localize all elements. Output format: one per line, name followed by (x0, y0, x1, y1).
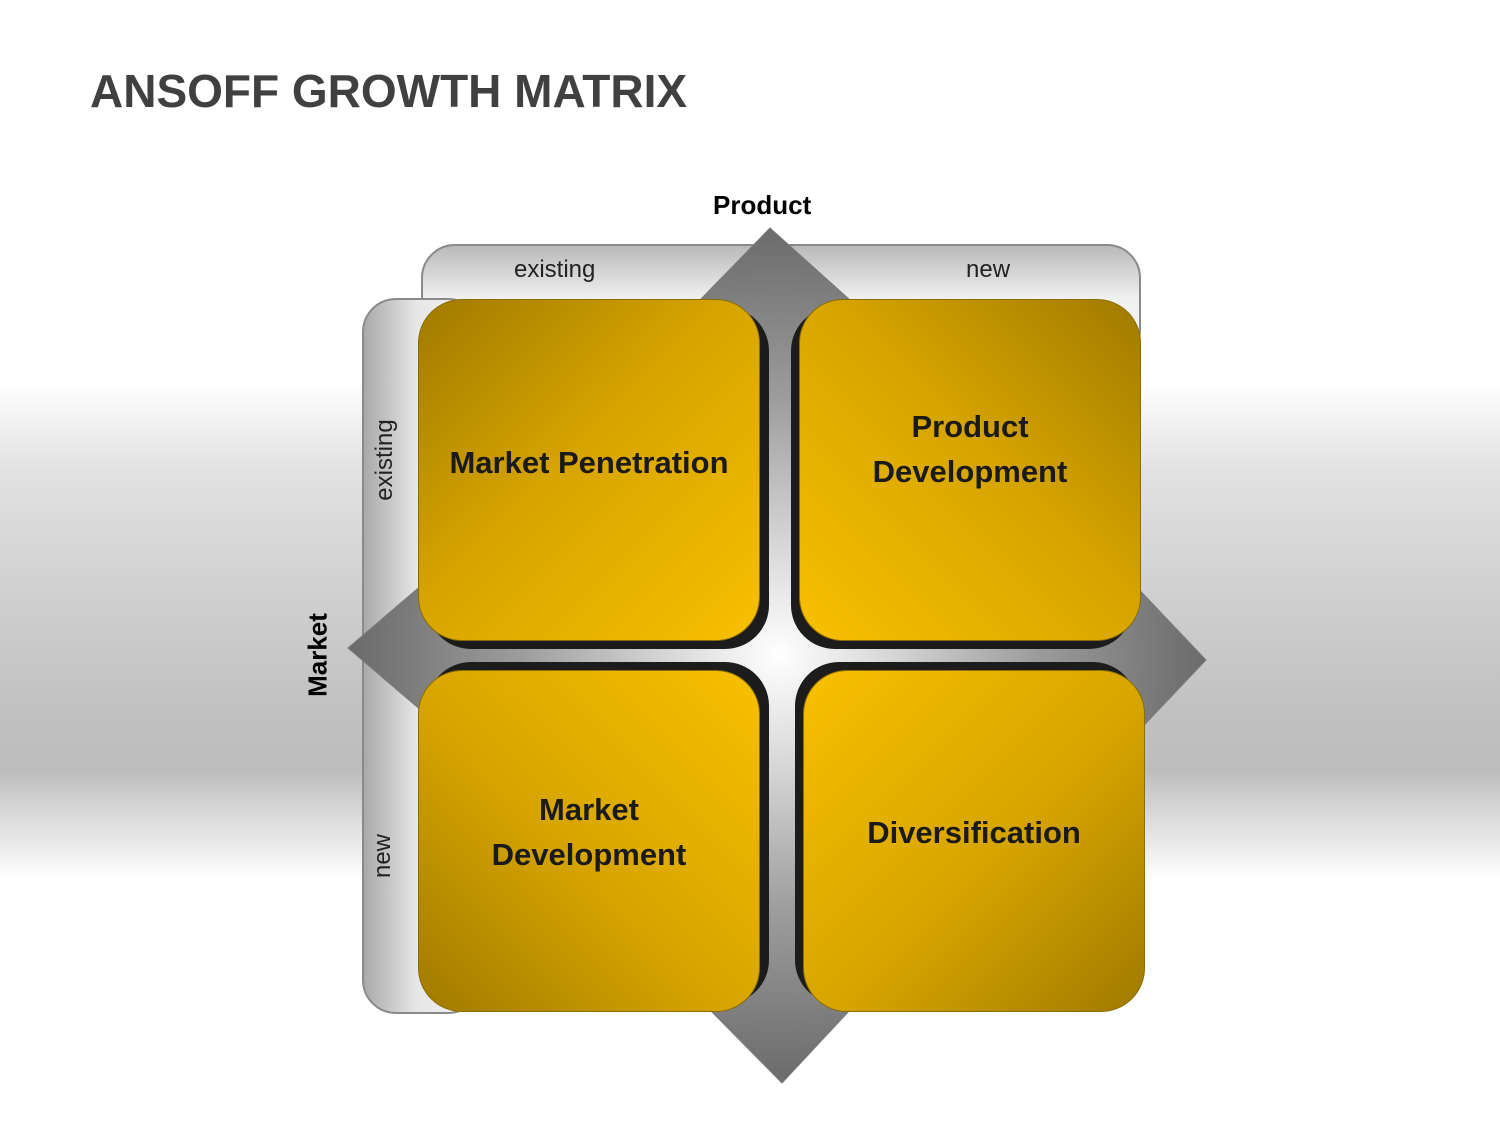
slide-title: ANSOFF GROWTH MATRIX (90, 65, 688, 117)
product-existing-label: existing (514, 256, 596, 283)
quadrant-product-development: Product Development (799, 299, 1141, 641)
quadrant-label: Market Development (491, 792, 687, 872)
quadrant-market-penetration: Market Penetration (418, 299, 760, 641)
product-axis-title: Product (713, 190, 812, 220)
product-new-label: new (966, 256, 1011, 283)
market-existing-label: existing (371, 419, 398, 501)
quadrant-label: Product Development (872, 409, 1068, 489)
quadrant-market-development: Market Development (418, 670, 760, 1012)
quadrant-label: Diversification (867, 814, 1081, 850)
quadrant-diversification: Diversification (803, 670, 1145, 1012)
market-new-label: new (369, 833, 396, 879)
quadrant-label: Market Penetration (449, 444, 729, 480)
